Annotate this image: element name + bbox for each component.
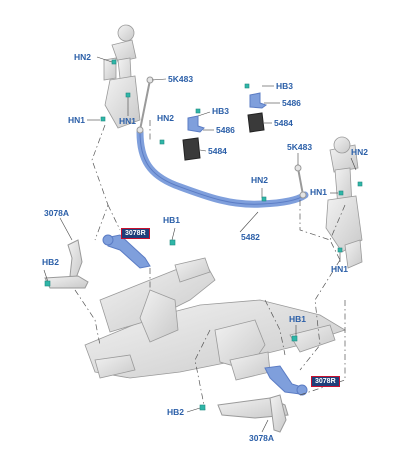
label-hn2-mid: HN2 [157,113,175,123]
bracket-5486-right [249,92,268,109]
label-5486-b: 5486 [282,98,301,108]
label-hb2-left: HB2 [42,257,60,267]
bushing-5484-right [247,112,265,133]
boxed-label-arm-right: 3078R [311,376,340,387]
label-hn1-left-b: HN1 [119,116,137,126]
label-hn1-right-b: HN1 [331,264,349,274]
subframe [84,257,346,381]
bracket-5486-left [187,115,205,133]
label-hb1-right: HB1 [289,314,307,324]
label-hn1-right-a: HN1 [310,187,328,197]
label-3078a-left: 3078A [44,208,70,218]
right-strut-knuckle [325,136,363,269]
label-5482: 5482 [241,232,260,242]
lower-arm-3078a-left [44,239,89,289]
label-5484-b: 5484 [274,118,293,128]
label-hb3-b: HB3 [276,81,294,91]
label-5k483-right: 5K483 [287,142,313,152]
stabilizer-bar [136,128,309,208]
label-leaders [43,56,357,433]
boxed-label-arm-left: 3078R [121,228,150,239]
label-5k483-left: 5K483 [168,74,194,84]
label-hb1-left: HB1 [163,215,181,225]
stabilizer-link-left [136,76,154,134]
lower-control-arm-right [264,365,308,396]
lower-control-arm-left [102,234,151,269]
assembly-lines [74,120,346,411]
bushing-5484-left [182,137,201,161]
label-hn1-left-a: HN1 [68,115,86,125]
label-hn2-top-left: HN2 [74,52,92,62]
fasteners [44,59,363,411]
label-hn2-center: HN2 [251,175,269,185]
label-5486-a: 5486 [216,125,235,135]
label-3078a-bottom: 3078A [249,433,275,443]
label-hn2-right: HN2 [351,147,369,157]
stabilizer-link-right [294,164,307,199]
left-strut-knuckle [103,24,141,129]
lower-arm-3078a-bottom [217,394,289,433]
label-hb3-a: HB3 [212,106,230,116]
label-5484-a: 5484 [208,146,227,156]
label-hb2-bottom: HB2 [167,407,185,417]
